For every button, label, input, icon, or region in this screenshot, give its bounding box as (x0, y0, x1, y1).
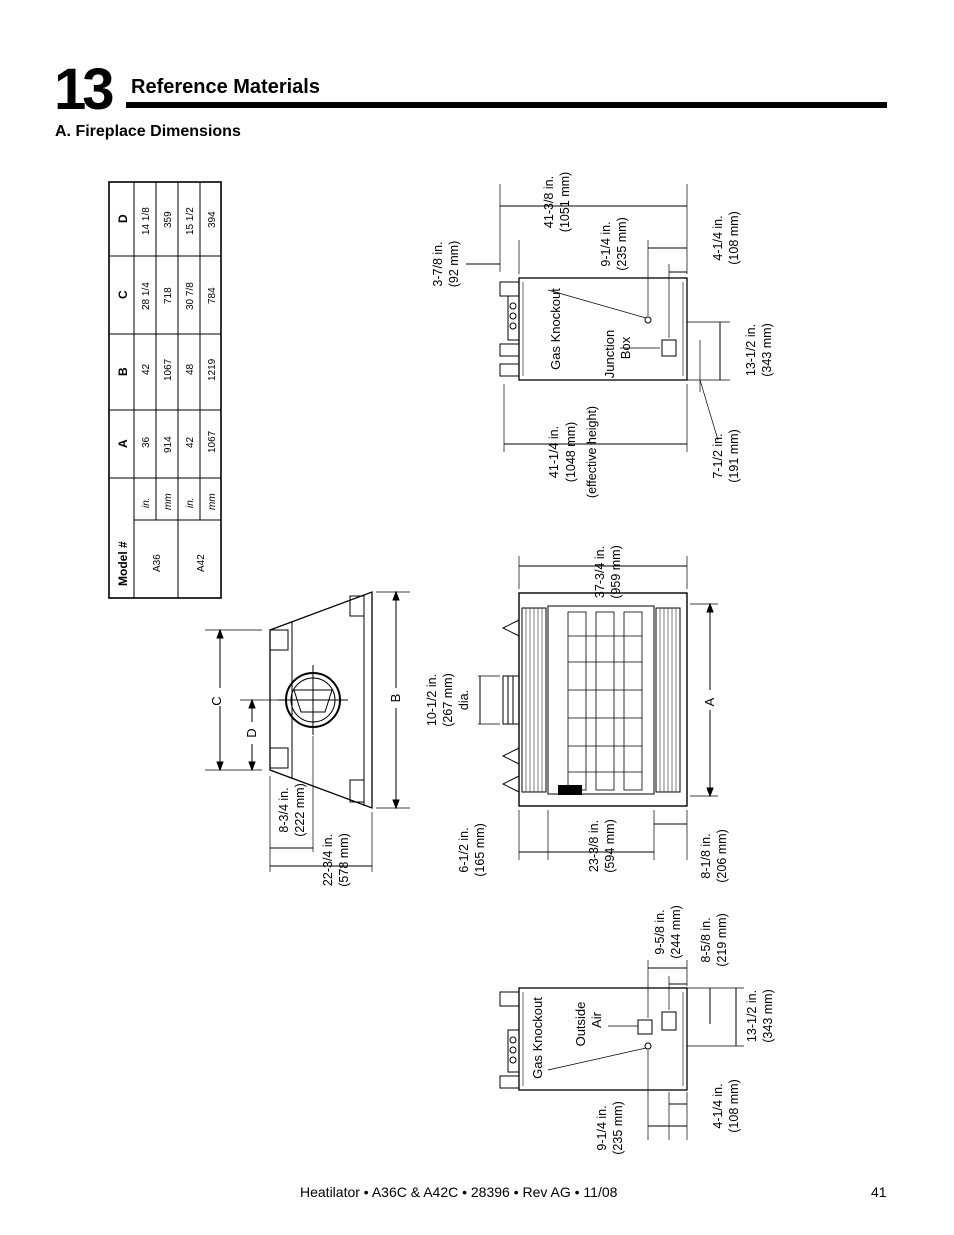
outside-air-label: Air (589, 1011, 604, 1028)
dim-label: (206 mm) (715, 829, 729, 882)
dim-label: 9-5/8 in. (653, 909, 667, 954)
dim-label: 8-1/8 in. (699, 833, 713, 878)
dim-label: (1051 mm) (558, 172, 572, 232)
model-dimension-table: Model # A B C D A36 A42 in. mm in. mm 36… (108, 181, 222, 599)
dim-label: 10-1/2 in. (425, 674, 439, 726)
dim-label: (343 mm) (760, 323, 774, 376)
dim-label: 8-3/4 in. (277, 787, 291, 832)
dim-label: 7-1/2 in. (711, 433, 725, 478)
dim-label: 6-1/2 in. (457, 827, 471, 872)
dim-label: (578 mm) (337, 833, 351, 886)
table-cell: 784 (207, 287, 218, 304)
dim-letter-c: C (209, 696, 224, 705)
dim-label: (235 mm) (611, 1101, 625, 1154)
dim-label: (594 mm) (603, 819, 617, 872)
dim-letter-d: D (244, 728, 259, 737)
dim-letter-a: A (702, 697, 717, 706)
dim-label: 41-3/8 in. (542, 176, 556, 228)
dim-label: (191 mm) (727, 429, 741, 482)
table-cell: 42 (185, 436, 196, 448)
chapter-number: 13 (54, 57, 114, 122)
junction-box-label: Box (618, 336, 633, 359)
dim-label: 13-1/2 in. (745, 990, 759, 1042)
dim-label: 13-1/2 in. (744, 324, 758, 376)
section-title: A. Fireplace Dimensions (55, 123, 241, 140)
dim-label: (267 mm) (441, 673, 455, 726)
table-cell: 15 1/2 (185, 207, 196, 235)
gas-knockout-label: Gas Knockout (548, 288, 563, 370)
dim-label: (235 mm) (615, 217, 629, 270)
dim-label: (222 mm) (293, 783, 307, 836)
dim-label: (108 mm) (727, 1079, 741, 1132)
table-cell: 14 1/8 (141, 207, 152, 235)
dim-label: 23-3/8 in. (587, 820, 601, 872)
row-unit: mm (163, 493, 174, 510)
row-model: A42 (196, 554, 207, 572)
page-number: 41 (871, 1184, 887, 1200)
table-cell: 718 (163, 287, 174, 304)
dim-label: dia. (457, 690, 471, 710)
table-cell: 1067 (207, 430, 218, 453)
table-cell: 394 (207, 211, 218, 228)
row-unit: in. (141, 497, 152, 508)
dim-label: (1048 mm) (564, 422, 578, 482)
row-unit: mm (207, 493, 218, 510)
dim-label: 9-1/4 in. (595, 1105, 609, 1150)
row-unit: in. (185, 497, 196, 508)
outside-air-label: Outside (573, 1002, 588, 1047)
table-cell: 48 (185, 363, 196, 375)
dim-label: (165 mm) (473, 823, 487, 876)
dim-label: (343 mm) (761, 989, 775, 1042)
table-cell: 914 (163, 436, 174, 453)
table-cell: 42 (141, 363, 152, 375)
dim-letter-b: B (388, 694, 403, 703)
col-d-header: D (116, 214, 130, 223)
dim-label: (108 mm) (727, 211, 741, 264)
footer-text: Heatilator • A36C & A42C • 28396 • Rev A… (300, 1184, 618, 1200)
dim-label: 4-1/4 in. (711, 215, 725, 260)
row-model: A36 (152, 554, 163, 572)
model-header: Model # (116, 541, 130, 586)
dim-label: 4-1/4 in. (711, 1083, 725, 1128)
dim-label: 8-5/8 in. (699, 917, 713, 962)
dim-label: 37-3/4 in. (593, 546, 607, 598)
table-cell: 359 (163, 211, 174, 228)
table-cell: 30 7/8 (185, 282, 196, 310)
junction-box-label: Junction (602, 330, 617, 378)
chapter-title: Reference Materials (131, 76, 320, 98)
dim-label: 9-1/4 in. (599, 221, 613, 266)
table-cell: 1067 (163, 358, 174, 381)
table-cell: 28 1/4 (141, 282, 152, 310)
table-cell: 36 (141, 436, 152, 448)
chapter-rule (126, 102, 887, 108)
front-view-drawing: A 37-3/4 in. (959 mm) 10-1/2 in. (267 mm… (425, 545, 729, 882)
gas-knockout-label: Gas Knockout (530, 997, 545, 1079)
dim-label: (92 mm) (447, 241, 461, 288)
col-c-header: C (116, 290, 130, 299)
dim-label: (244 mm) (669, 905, 683, 958)
dim-label: 22-3/4 in. (321, 834, 335, 886)
dim-label: (219 mm) (715, 913, 729, 966)
dim-label: (effective height) (585, 406, 599, 498)
top-view-drawing: C D B 8-3/4 in. (222 mm) 22-3/4 in. (578… (205, 590, 410, 887)
col-b-header: B (116, 367, 130, 376)
side-view-right-drawing: 3-7/8 in. (92 mm) 41-3/8 in. (1051 mm) 9… (431, 172, 774, 498)
table-cell: 1219 (207, 358, 218, 381)
dim-label: (959 mm) (609, 545, 623, 598)
col-a-header: A (116, 439, 130, 448)
dim-label: 41-1/4 in. (547, 426, 561, 478)
dim-label: 3-7/8 in. (431, 241, 445, 286)
side-view-left-drawing: 9-5/8 in. (244 mm) 8-5/8 in. (219 mm) 13… (499, 905, 775, 1155)
